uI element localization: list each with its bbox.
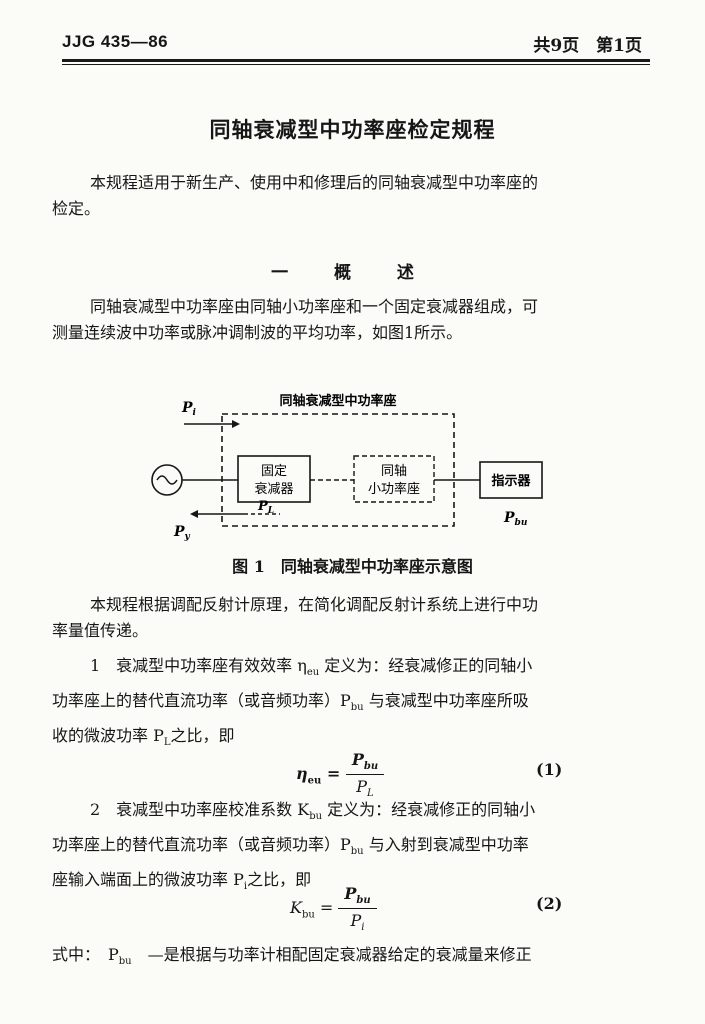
attenuator-label-2: 衰减器 — [254, 481, 293, 497]
sine-wave-icon — [156, 475, 178, 485]
figure-1-diagram: 同轴衰减型中功率座 固定 衰减器 同轴 小功率座 指示器 Pi PL Py Pb… — [151, 393, 543, 542]
item-1-line-3: 收的微波功率 PL之比，即 — [52, 726, 235, 749]
header-rule-thin — [62, 64, 650, 65]
formula-2-number: (2) — [536, 894, 563, 913]
overview-paragraph: 同轴衰减型中功率座由同轴小功率座和一个固定衰减器组成，可 测量连续波中功率或脉冲… — [52, 294, 658, 346]
item-1-line-1: 1 衰减型中功率座有效效率 ηeu 定义为：经衰减修正的同轴小 — [90, 656, 533, 679]
p-i-label: Pi — [181, 400, 197, 418]
incident-arrow-head — [232, 420, 240, 428]
document-title: 同轴衰减型中功率座检定规程 — [209, 117, 496, 142]
item-2-line-2: 功率座上的替代直流功率（或音频功率）Pbu 与入射到衰减型中功率 — [52, 835, 529, 858]
attenuator-label-1: 固定 — [261, 464, 287, 479]
item-2-line-1: 2 衰减型中功率座校准系数 Kbu 定义为：经衰减修正的同轴小 — [90, 800, 536, 823]
sensor-label-1: 同轴 — [381, 464, 407, 479]
item-2-paragraph: 2 衰减型中功率座校准系数 Kbu 定义为：经衰减修正的同轴小 功率座上的替代直… — [52, 796, 658, 902]
fixed-attenuator-box — [237, 455, 311, 503]
power-sensor-box — [353, 455, 435, 503]
intro-paragraph: 本规程适用于新生产、使用中和修理后的同轴衰减型中功率座的 检定。 — [52, 170, 658, 222]
p-l-label: PL — [257, 499, 274, 516]
item-1-paragraph: 1 衰减型中功率座有效效率 ηeu 定义为：经衰减修正的同轴小 功率座上的替代直… — [52, 652, 658, 758]
indicator-label: 指示器 — [491, 473, 531, 489]
header-rule — [62, 59, 650, 62]
page-header: JJG 435—86 共9页 第1页 — [62, 28, 650, 65]
sensor-label-2: 小功率座 — [368, 481, 420, 497]
transfer-paragraph: 本规程根据调配反射计原理，在简化调配反射计系统上进行中功 率量值传递。 — [52, 592, 658, 644]
overview-line-1: 同轴衰减型中功率座由同轴小功率座和一个固定衰减器组成，可 — [90, 297, 539, 316]
formula-1: ηeu = Pbu PL — [296, 750, 385, 799]
formula-2: Kbu = Pbu Pi — [290, 884, 377, 933]
page-info: 共9页 第1页 — [533, 36, 642, 56]
item-2-line-3: 座输入端面上的微波功率 Pi之比，即 — [52, 870, 312, 893]
where-line: 式中： Pbu —是根据与功率计相配固定衰减器给定的衰减量来修正 — [52, 942, 658, 975]
transfer-line-1: 本规程根据调配反射计原理，在简化调配反射计系统上进行中功 — [90, 595, 539, 614]
formula-2-fraction: Pbu Pi — [338, 884, 377, 933]
figure-caption: 图 1 同轴衰减型中功率座示意图 — [232, 557, 473, 576]
indicator-box — [479, 461, 543, 499]
item-1-line-2: 功率座上的替代直流功率（或音频功率）Pbu 与衰减型中功率座所吸 — [52, 691, 529, 714]
overview-line-2: 测量连续波中功率或脉冲调制波的平均功率，如图1所示。 — [52, 323, 463, 342]
standard-number: JJG 435—86 — [62, 32, 169, 51]
formula-1-number: (1) — [536, 760, 563, 779]
section-heading: 一 概 述 — [271, 263, 434, 283]
reflected-arrow-head — [190, 510, 198, 518]
outer-frame-label: 同轴衰减型中功率座 — [279, 393, 396, 409]
p-y-label: Py — [173, 524, 191, 542]
where-line-text: 式中： Pbu —是根据与功率计相配固定衰减器给定的衰减量来修正 — [52, 945, 532, 968]
outer-dashed-frame — [221, 413, 455, 527]
formula-1-fraction: Pbu PL — [345, 750, 385, 799]
intro-line-1: 本规程适用于新生产、使用中和修理后的同轴衰减型中功率座的 — [90, 173, 539, 192]
transfer-line-2: 率量值传递。 — [52, 621, 149, 640]
p-bu-label: Pbu — [503, 510, 528, 528]
intro-line-2: 检定。 — [52, 199, 101, 218]
